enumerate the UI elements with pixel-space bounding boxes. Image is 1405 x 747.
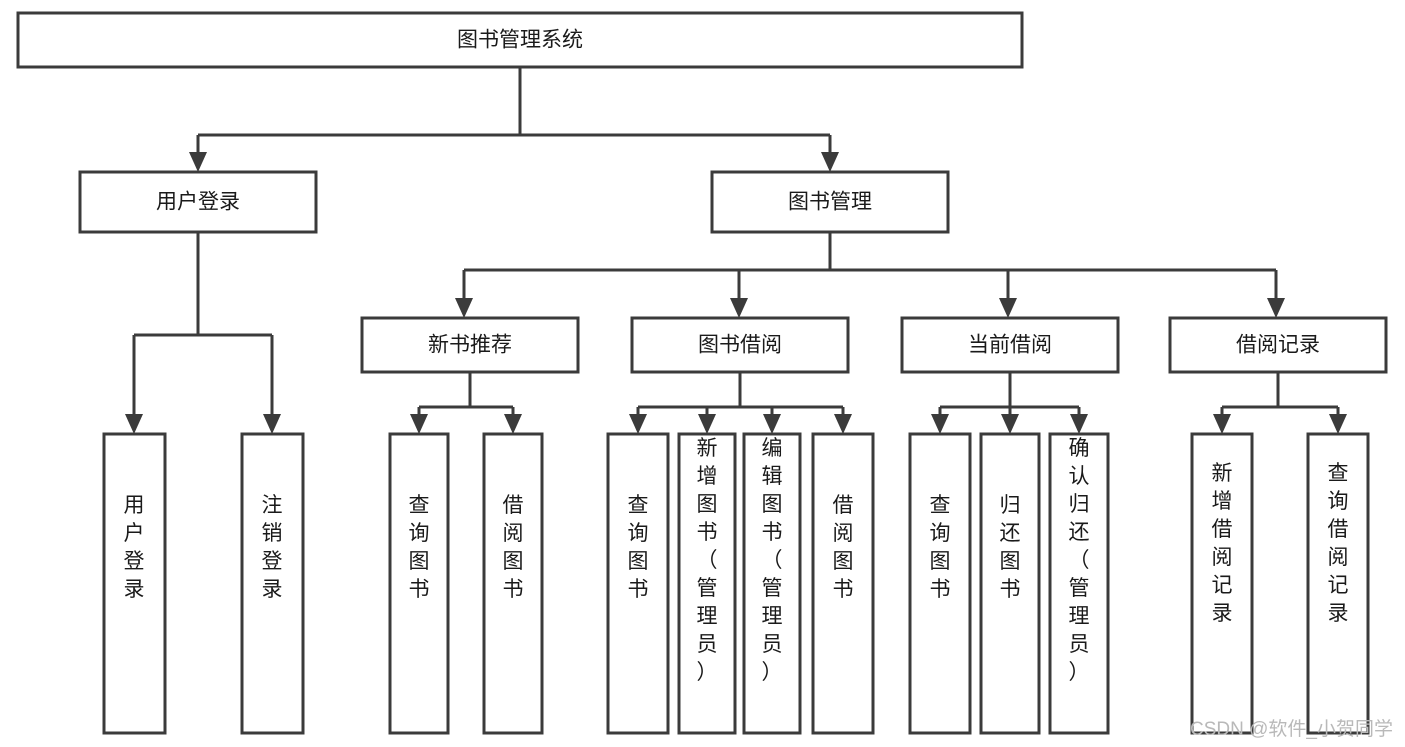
node-leaf-rec-add-label: 新增借阅记录 [1212, 462, 1233, 625]
arrow-icon [834, 414, 852, 434]
node-leaf-borrow-add-box[interactable] [677, 432, 737, 735]
node-leaf-cur-return-box[interactable] [979, 432, 1041, 735]
node-borrow-record-box[interactable] [1168, 316, 1388, 374]
node-leaf-cur-query-box[interactable] [908, 432, 972, 735]
node-leaf-rec-query[interactable]: 查询图书 [388, 432, 450, 735]
node-leaf-rec-add[interactable]: 新增借阅记录 [1190, 432, 1254, 735]
node-leaf-borrow-lend[interactable]: 借阅图书 [811, 432, 875, 735]
node-new-book-rec-label: 新书推荐 [428, 334, 512, 357]
node-new-book-rec-box[interactable] [360, 316, 580, 374]
node-root[interactable]: 图书管理系统 [16, 11, 1024, 69]
node-leaf-cur-confirm-box[interactable] [1048, 432, 1110, 735]
node-leaf-borrow-add[interactable]: 新增图书（管理员） [677, 432, 737, 735]
node-leaf-rec-borrow-label: 借阅图书 [503, 494, 524, 601]
node-book-borrow-box[interactable] [630, 316, 850, 374]
node-current-borrow-box[interactable] [900, 316, 1120, 374]
arrow-icon [455, 298, 473, 318]
arrow-icon [410, 414, 428, 434]
arrow-icon [504, 414, 522, 434]
node-leaf-user-logout-label: 注销登录 [262, 494, 283, 601]
arrow-icon [821, 152, 839, 172]
node-leaf-cur-confirm-label: 确认归还（管理员） [1069, 437, 1090, 684]
node-leaf-rec-query-label: 查询图书 [409, 494, 430, 601]
arrow-icon [931, 414, 949, 434]
arrow-icon [763, 414, 781, 434]
arrow-icon [1070, 414, 1088, 434]
node-leaf-borrow-query-box[interactable] [606, 432, 670, 735]
node-leaf-borrow-edit-box[interactable] [742, 432, 802, 735]
node-user-login-box[interactable] [78, 170, 318, 234]
node-book-borrow[interactable]: 图书借阅 [630, 316, 850, 374]
connector-group-new-book-rec [410, 372, 522, 434]
arrow-icon [263, 414, 281, 434]
node-leaf-cur-query[interactable]: 查询图书 [908, 432, 972, 735]
node-leaf-cur-confirm[interactable]: 确认归还（管理员） [1048, 432, 1110, 735]
node-leaf-cur-return[interactable]: 归还图书 [979, 432, 1041, 735]
node-book-manage[interactable]: 图书管理 [710, 170, 950, 234]
connector-group-root [189, 67, 839, 172]
node-leaf-rec-add-box[interactable] [1190, 432, 1254, 735]
node-current-borrow[interactable]: 当前借阅 [900, 316, 1120, 374]
node-leaf-borrow-query-label: 查询图书 [628, 494, 649, 601]
arrow-icon [629, 414, 647, 434]
node-leaf-borrow-edit[interactable]: 编辑图书（管理员） [742, 432, 802, 735]
node-user-login-label: 用户登录 [156, 191, 240, 214]
node-root-label: 图书管理系统 [457, 29, 583, 52]
arrow-icon [698, 414, 716, 434]
node-borrow-record[interactable]: 借阅记录 [1168, 316, 1388, 374]
node-book-manage-box[interactable] [710, 170, 950, 234]
node-leaf-borrow-lend-label: 借阅图书 [833, 494, 854, 601]
node-leaf-rec-query2-label: 查询借阅记录 [1328, 462, 1349, 625]
node-leaf-user-login-box[interactable] [102, 432, 167, 735]
node-leaf-rec-borrow[interactable]: 借阅图书 [482, 432, 544, 735]
node-leaf-user-logout-box[interactable] [240, 432, 305, 735]
connector-group-user-login [125, 232, 281, 434]
node-borrow-record-label: 借阅记录 [1236, 334, 1320, 357]
node-leaf-borrow-query[interactable]: 查询图书 [606, 432, 670, 735]
node-leaf-rec-query-box[interactable] [388, 432, 450, 735]
node-book-borrow-label: 图书借阅 [698, 334, 782, 357]
arrow-icon [1213, 414, 1231, 434]
node-leaf-borrow-edit-label: 编辑图书（管理员） [762, 437, 783, 684]
connector-group-book-borrow [629, 372, 852, 434]
node-leaf-rec-borrow-box[interactable] [482, 432, 544, 735]
node-root-box[interactable] [16, 11, 1024, 69]
arrow-icon [125, 414, 143, 434]
node-leaf-cur-return-label: 归还图书 [1000, 494, 1021, 601]
node-leaf-rec-query2[interactable]: 查询借阅记录 [1306, 432, 1370, 735]
csdn-watermark: CSDN @软件_小贺同学 [1190, 719, 1393, 740]
node-book-manage-label: 图书管理 [788, 191, 872, 214]
arrow-icon [1267, 298, 1285, 318]
arrow-icon [189, 152, 207, 172]
arrow-icon [1329, 414, 1347, 434]
arrow-icon [730, 298, 748, 318]
arrow-icon [999, 298, 1017, 318]
arrow-icon [1001, 414, 1019, 434]
connector-group-book-manage [455, 232, 1285, 318]
node-current-borrow-label: 当前借阅 [968, 334, 1052, 357]
node-leaf-borrow-add-label: 新增图书（管理员） [697, 437, 718, 684]
node-leaf-cur-query-label: 查询图书 [930, 494, 951, 601]
node-leaf-user-login-label: 用户登录 [124, 494, 145, 601]
connector-group-borrow-record [1213, 372, 1347, 434]
node-user-login[interactable]: 用户登录 [78, 170, 318, 234]
node-leaf-borrow-lend-box[interactable] [811, 432, 875, 735]
node-new-book-rec[interactable]: 新书推荐 [360, 316, 580, 374]
connector-group-current-borrow [931, 372, 1088, 434]
node-leaf-rec-query2-box[interactable] [1306, 432, 1370, 735]
node-leaf-user-logout[interactable]: 注销登录 [240, 432, 305, 735]
node-leaf-user-login[interactable]: 用户登录 [102, 432, 167, 735]
